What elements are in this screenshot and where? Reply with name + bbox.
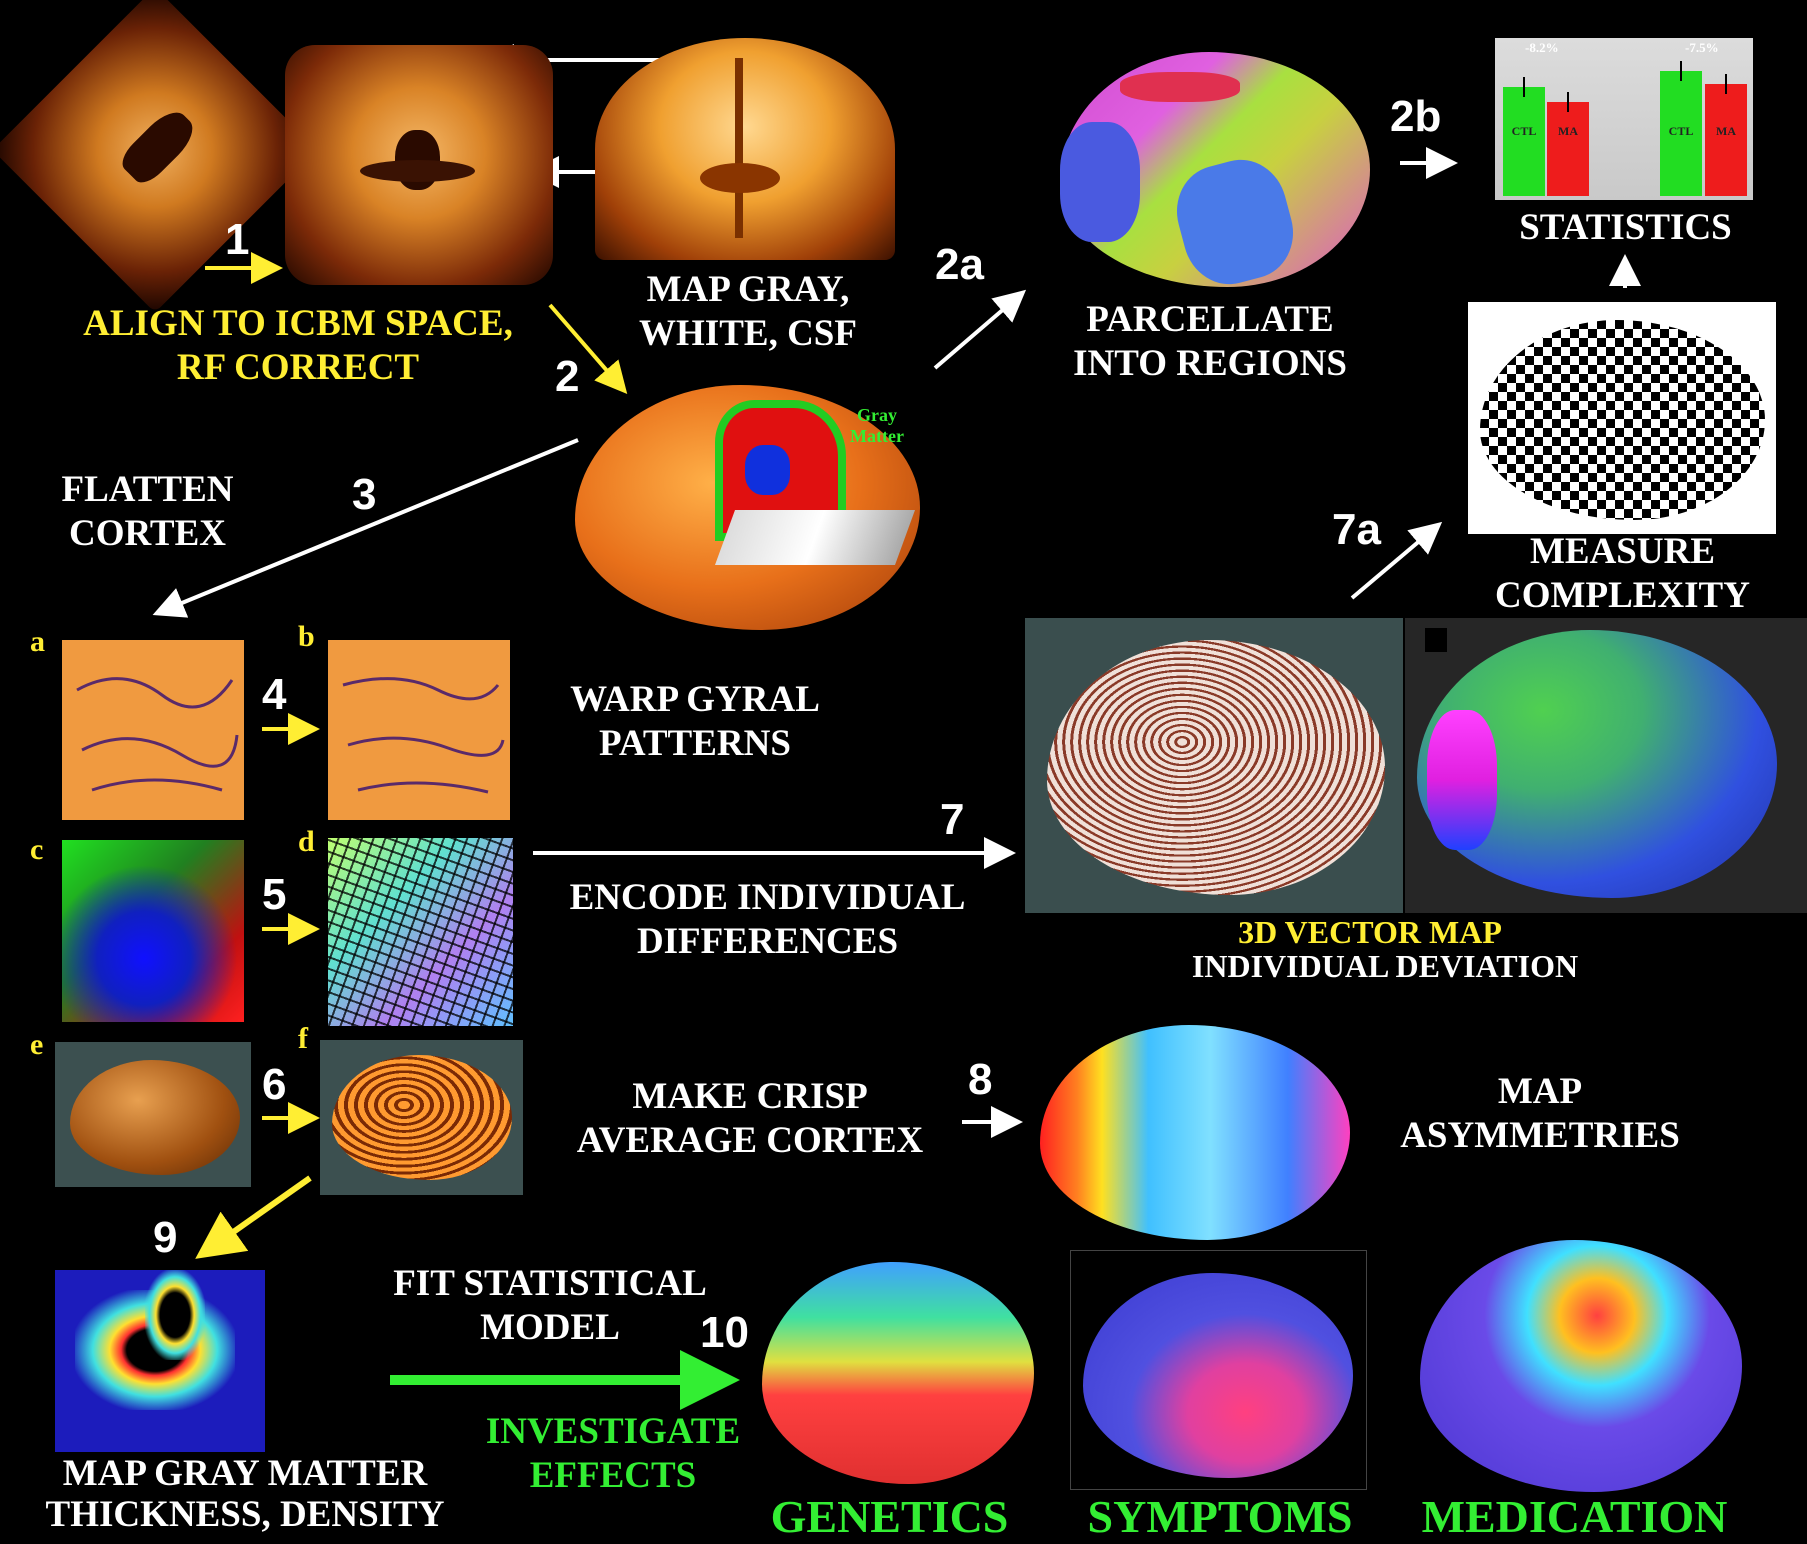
stats-bar-4: MA [1705, 84, 1747, 196]
complexity-panel [1468, 302, 1776, 534]
symptoms-label: SYMPTOMS [1070, 1490, 1370, 1544]
stats-bar-2: MA [1547, 102, 1589, 196]
fit-model-label: FIT STATISTICALMODEL [375, 1262, 725, 1349]
statistics-chart: CTLMACTLMA -8.2% -7.5% [1495, 38, 1753, 200]
align-label: ALIGN TO ICBM SPACE,RF CORRECT [48, 302, 548, 389]
average-cortex-e [55, 1042, 251, 1187]
vector-map-panel-left [1025, 618, 1403, 913]
asymmetry-brain [1040, 1025, 1350, 1240]
deviation-brain [1417, 630, 1777, 898]
deformation-field-c [62, 840, 244, 1022]
panel-letter-a: a [30, 625, 45, 659]
arrow-step-9 [205, 1178, 310, 1252]
stats-bar-3: CTL [1660, 71, 1702, 196]
mri-tilted-scan [0, 0, 318, 313]
panel-letter-e: e [30, 1028, 43, 1062]
stats-bar-label-1: CTL [1503, 124, 1545, 139]
stats-bars: CTLMACTLMA [1495, 38, 1753, 200]
step-4: 4 [262, 670, 286, 720]
gray-matter-label: GrayMatter [850, 405, 904, 447]
flatten-label: FLATTENCORTEX [30, 468, 265, 555]
measure-label: MEASURECOMPLEXITY [1470, 530, 1775, 617]
step-8: 8 [968, 1055, 992, 1105]
stats-errorbar-4 [1725, 74, 1727, 94]
stats-errorbar-1 [1523, 77, 1525, 97]
step-2a: 2a [935, 240, 984, 290]
symptoms-panel [1070, 1250, 1367, 1490]
stats-pct-1: -8.2% [1525, 40, 1559, 55]
step-7: 7 [940, 795, 964, 845]
step-7a: 7a [1332, 505, 1381, 555]
encode-label: ENCODE INDIVIDUALDIFFERENCES [535, 876, 1000, 963]
thickness-map [55, 1270, 265, 1452]
step-1: 1 [225, 215, 249, 265]
stats-errorbar-3 [1680, 61, 1682, 81]
step-9: 9 [153, 1213, 177, 1263]
genetics-brain [762, 1262, 1034, 1484]
step-3: 3 [352, 470, 376, 520]
stats-bar-label-4: MA [1705, 124, 1747, 139]
medication-brain [1420, 1240, 1742, 1492]
panel-letter-c: c [30, 833, 43, 867]
vector-map-label: 3D VECTOR MAP [1150, 914, 1590, 952]
step-5: 5 [262, 870, 286, 920]
parcellated-brain [1060, 52, 1370, 287]
panel-letter-b: b [298, 620, 315, 654]
statistics-label: STATISTICS [1478, 206, 1773, 250]
investigate-label: INVESTIGATEEFFECTS [468, 1410, 758, 1497]
vector-map-panel-right [1405, 618, 1807, 913]
crisp-label: MAKE CRISPAVERAGE CORTEX [540, 1075, 960, 1162]
checkerboard-brain [1480, 320, 1765, 520]
panel-letter-d: d [298, 825, 315, 859]
panel-letter-f: f [298, 1022, 308, 1056]
stats-bar-label-3: CTL [1660, 124, 1702, 139]
symptoms-brain [1083, 1273, 1353, 1478]
asymmetry-label: MAPASYMMETRIES [1370, 1070, 1710, 1157]
crisp-cortex-f [320, 1040, 523, 1195]
arrow-step-2a [935, 295, 1020, 368]
parcellate-label: PARCELLATEINTO REGIONS [1040, 298, 1380, 385]
individual-cortex-brain [1047, 640, 1385, 895]
map-tissue-label: MAP GRAY,WHITE, CSF [608, 268, 888, 355]
flat-cortex-b [328, 640, 510, 820]
medication-label: MEDICATION [1402, 1490, 1747, 1544]
stats-bar-1: CTL [1503, 87, 1545, 196]
stats-pct-2: -7.5% [1685, 40, 1719, 55]
stats-bar-label-2: MA [1547, 124, 1589, 139]
warp-label: WARP GYRALPATTERNS [530, 678, 860, 765]
step-6: 6 [262, 1060, 286, 1110]
deviation-label: INDIVIDUAL DEVIATION [1140, 948, 1630, 986]
genetics-label: GENETICS [752, 1490, 1027, 1544]
mri-probability-map [595, 38, 895, 260]
mri-aligned-scan [285, 45, 553, 285]
thickness-label: MAP GRAY MATTERTHICKNESS, DENSITY [25, 1454, 465, 1535]
step-2b: 2b [1390, 92, 1441, 142]
step-2: 2 [555, 352, 579, 402]
stats-errorbar-2 [1567, 92, 1569, 112]
flat-cortex-a [62, 640, 244, 820]
deformation-grid-d [328, 838, 513, 1026]
